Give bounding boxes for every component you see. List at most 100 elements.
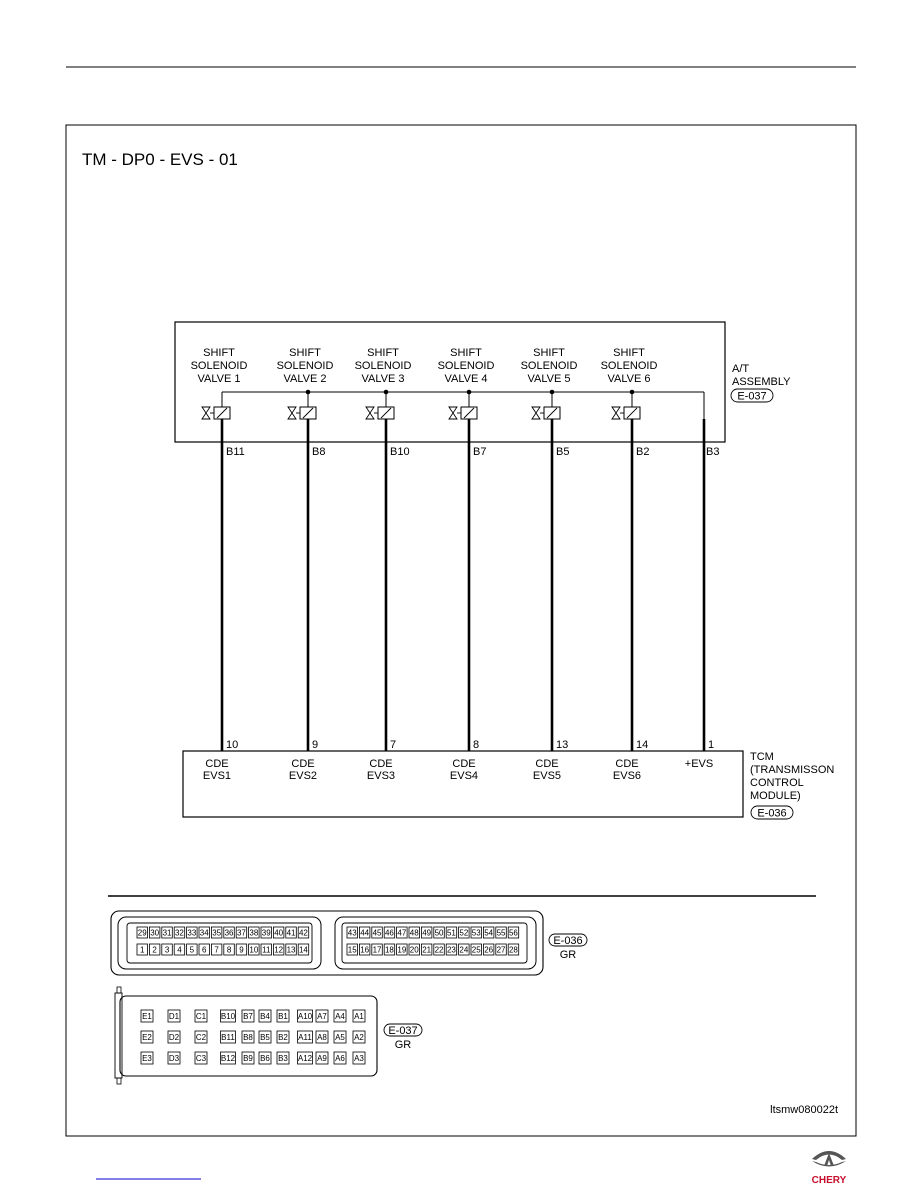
solenoid-label: SHIFT: [289, 347, 321, 359]
solenoid-label: SOLENOID: [191, 360, 248, 372]
connector-pin-label: 25: [472, 946, 481, 955]
connector-pin-label: 34: [200, 929, 209, 938]
connector-pin: [241, 1051, 255, 1065]
connector-pin: [495, 926, 507, 939]
connector-pin-label: C2: [196, 1033, 207, 1042]
connector-pin: [433, 926, 445, 939]
connector-pin: [396, 943, 408, 956]
connector-pin: [186, 943, 198, 956]
connector-pin-label: 3: [165, 946, 170, 955]
connector-pin: [272, 926, 285, 939]
connector-pin-label: 48: [410, 929, 419, 938]
connector-pin-label: 12: [274, 946, 283, 955]
tcm-terminal-label: CDE: [535, 758, 558, 770]
at-assembly-name-1: A/T: [732, 363, 749, 375]
connector-pin-label: 23: [447, 946, 456, 955]
connector-pin: [258, 1030, 272, 1044]
connector-pin-label: 1: [140, 946, 145, 955]
connector-pin-label: 50: [435, 929, 444, 938]
e036-color: GR: [560, 949, 577, 961]
connector-pin: [167, 1009, 181, 1023]
solenoid-label: VALVE 4: [444, 373, 487, 385]
connector-pin: [167, 1051, 181, 1065]
connector-pin: [220, 1051, 236, 1065]
connector-pin: [235, 943, 248, 956]
valve-symbol-icon: [448, 406, 458, 420]
connector-pin: [167, 1030, 181, 1044]
connector-pin-label: 13: [287, 946, 296, 955]
connector-pin: [315, 1009, 329, 1023]
diagram-title: TM - DP0 - EVS - 01: [82, 150, 238, 169]
connector-pin: [161, 926, 173, 939]
connector-pin: [241, 1030, 255, 1044]
figure-code: ltsmw080022t: [770, 1104, 838, 1116]
tcm-terminal-label: CDE: [452, 758, 475, 770]
connector-pin-label: 19: [397, 946, 406, 955]
connector-pin-label: 31: [163, 929, 172, 938]
connector-pin-label: A2: [354, 1033, 364, 1042]
connector-pin: [315, 1030, 329, 1044]
connector-pin-label: 17: [373, 946, 382, 955]
connector-pin-label: 55: [497, 929, 506, 938]
connector-pin-label: B8: [243, 1033, 253, 1042]
wire-group: [220, 419, 706, 751]
connector-pin-label: 22: [435, 946, 444, 955]
connector-pin-label: 8: [227, 946, 232, 955]
connector-pin: [140, 1051, 154, 1065]
solenoid-label: SOLENOID: [355, 360, 412, 372]
tcm-name-3: CONTROL: [750, 777, 804, 789]
connector-pin-label: A4: [335, 1012, 345, 1021]
connector-pin: [352, 1030, 366, 1044]
connector-pin: [186, 926, 198, 939]
connector-pin: [352, 1009, 366, 1023]
connector-pin: [458, 943, 470, 956]
connector-pin-label: A9: [317, 1054, 327, 1063]
connector-pin: [258, 1051, 272, 1065]
connector-pin: [297, 1009, 313, 1023]
connector-pin-label: 35: [212, 929, 221, 938]
connector-pin-label: 51: [447, 929, 456, 938]
solenoid-label: SOLENOID: [521, 360, 578, 372]
tcm-pin-label: 8: [473, 739, 479, 751]
connector-pin: [470, 926, 482, 939]
connector-pin: [260, 943, 272, 956]
solenoid-label: SHIFT: [203, 347, 235, 359]
connector-pin-label: 40: [274, 929, 283, 938]
connector-pin-label: 15: [348, 946, 357, 955]
at-assembly-name-2: ASSEMBLY: [732, 376, 791, 388]
connector-pin-label: E1: [142, 1012, 152, 1021]
connector-pin: [458, 926, 470, 939]
connector-pin: [297, 1030, 313, 1044]
connector-pin: [194, 1009, 208, 1023]
connector-pin-label: B3: [278, 1054, 288, 1063]
connector-pin: [241, 1009, 255, 1023]
tcm-pin-label: 9: [312, 739, 318, 751]
connector-pin-label: 9: [239, 946, 244, 955]
connector-pin-label: 45: [373, 929, 382, 938]
connector-pin-label: 14: [299, 946, 308, 955]
connector-pin: [396, 926, 408, 939]
connector-pin-label: A12: [298, 1054, 313, 1063]
connector-pin-label: A11: [298, 1033, 312, 1042]
connector-pin: [482, 926, 495, 939]
connector-pin-label: A7: [317, 1012, 327, 1021]
connector-pin: [315, 1051, 329, 1065]
connector-pin: [173, 943, 186, 956]
connector-pin: [297, 926, 310, 939]
valve-symbol-icon: [531, 406, 541, 420]
connector-pin-label: B2: [278, 1033, 288, 1042]
connector-pin-label: 24: [459, 946, 468, 955]
connector-pin-label: 2: [152, 946, 157, 955]
connector-pin: [173, 926, 186, 939]
connector-pin-label: B12: [221, 1054, 236, 1063]
coil-slash: [216, 407, 228, 419]
connector-pin: [194, 1051, 208, 1065]
e036-tag-outline: [548, 933, 588, 947]
connector-pin-label: 54: [484, 929, 493, 938]
connector-pin-label: A10: [298, 1012, 313, 1021]
connector-pin-label: 36: [225, 929, 234, 938]
connector-pin-label: 38: [249, 929, 258, 938]
connector-pin: [333, 1009, 347, 1023]
